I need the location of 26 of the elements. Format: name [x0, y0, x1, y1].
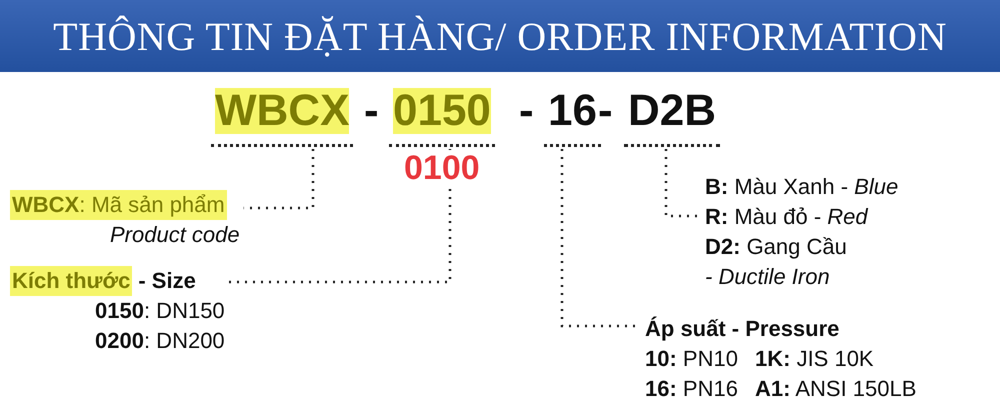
option-text: 0150: DN150: [95, 297, 225, 325]
translation-text: Product code: [110, 221, 240, 249]
separator-dash: -: [519, 88, 534, 134]
option-text: R: Màu đỏ - Red: [705, 203, 868, 231]
code-segment: WBCX: [211, 88, 354, 147]
option-text: 10: PN10: [645, 345, 738, 373]
option-text: A1: ANSI 150LB: [755, 375, 916, 403]
leader-line: [228, 149, 452, 284]
code-segment: 16: [544, 88, 601, 147]
alternative-code: 0100: [404, 150, 480, 186]
option-text: 0200: DN200: [95, 327, 225, 355]
option-text: 1K: JIS 10K: [755, 345, 874, 373]
option-text: D2: Gang Cầu: [705, 233, 847, 261]
section-heading: - Size: [138, 267, 196, 295]
code-segment: D2B: [624, 88, 720, 147]
section-heading: Kích thước: [10, 266, 132, 296]
section-heading: Áp suất - Pressure: [645, 315, 840, 343]
separator-dash: -: [364, 88, 379, 134]
leader-line: [244, 149, 314, 210]
translation-text: - Ductile Iron: [705, 263, 830, 291]
code-description: WBCX: Mã sản phẩm: [10, 190, 227, 220]
title: THÔNG TIN ĐẶT HÀNG/ ORDER INFORMATION: [53, 12, 947, 60]
separator-dash: -: [598, 88, 613, 134]
option-text: 16: PN16: [645, 375, 738, 403]
code-segment: 0150: [389, 88, 495, 147]
option-text: B: Màu Xanh - Blue: [705, 173, 898, 201]
